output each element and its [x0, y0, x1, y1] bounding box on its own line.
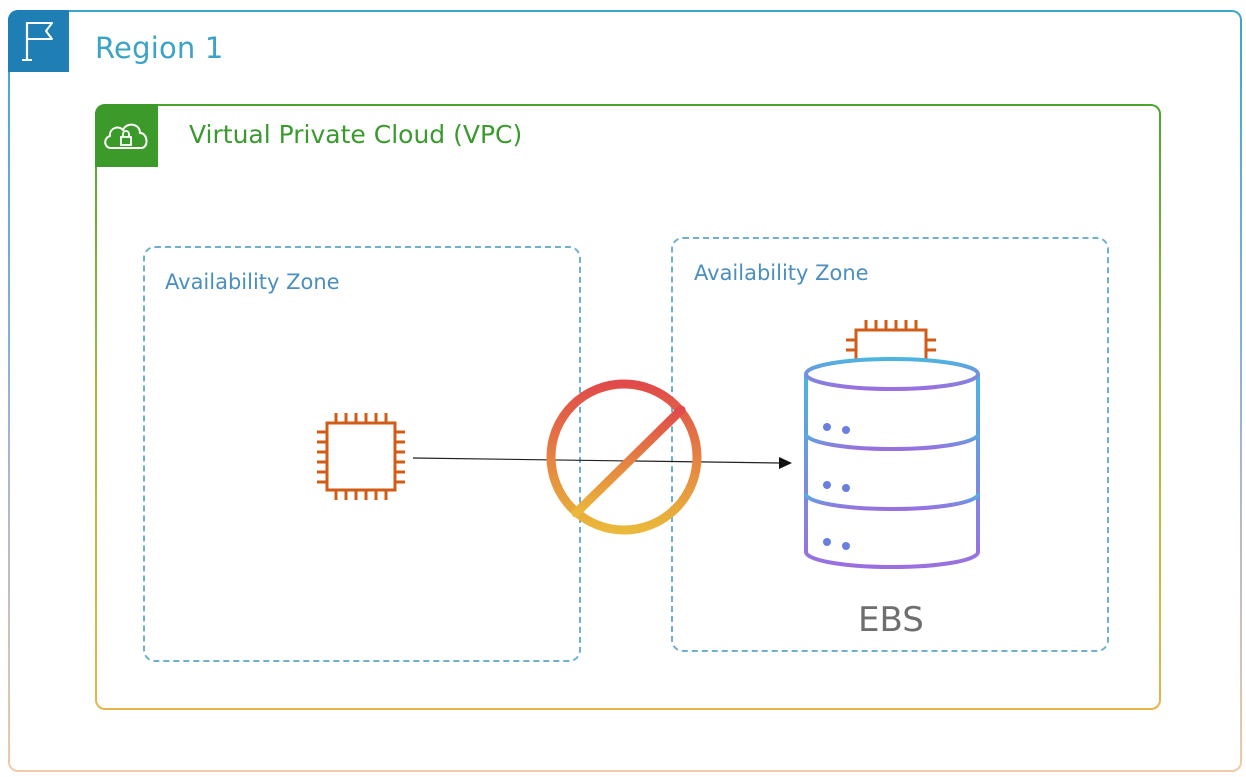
vpc-badge — [95, 104, 158, 167]
availability-zone-left-label: Availability Zone — [165, 270, 340, 294]
prohibited-icon — [546, 379, 702, 535]
cloud-lock-icon — [104, 123, 148, 149]
region-badge — [8, 10, 69, 72]
ec2-instance-icon — [317, 413, 405, 500]
ebs-indicator-dots — [823, 423, 850, 550]
flag-icon — [22, 22, 53, 61]
vpc-container — [95, 104, 1161, 710]
region-title: Region 1 — [95, 31, 224, 65]
ebs-label: EBS — [858, 600, 924, 640]
availability-zone-left — [143, 246, 581, 662]
ebs-volume-icon — [804, 357, 980, 569]
availability-zone-right-label: Availability Zone — [694, 261, 869, 285]
connection-arrow — [412, 457, 792, 469]
availability-zone-right — [671, 237, 1109, 652]
vpc-title: Virtual Private Cloud (VPC) — [189, 120, 523, 149]
